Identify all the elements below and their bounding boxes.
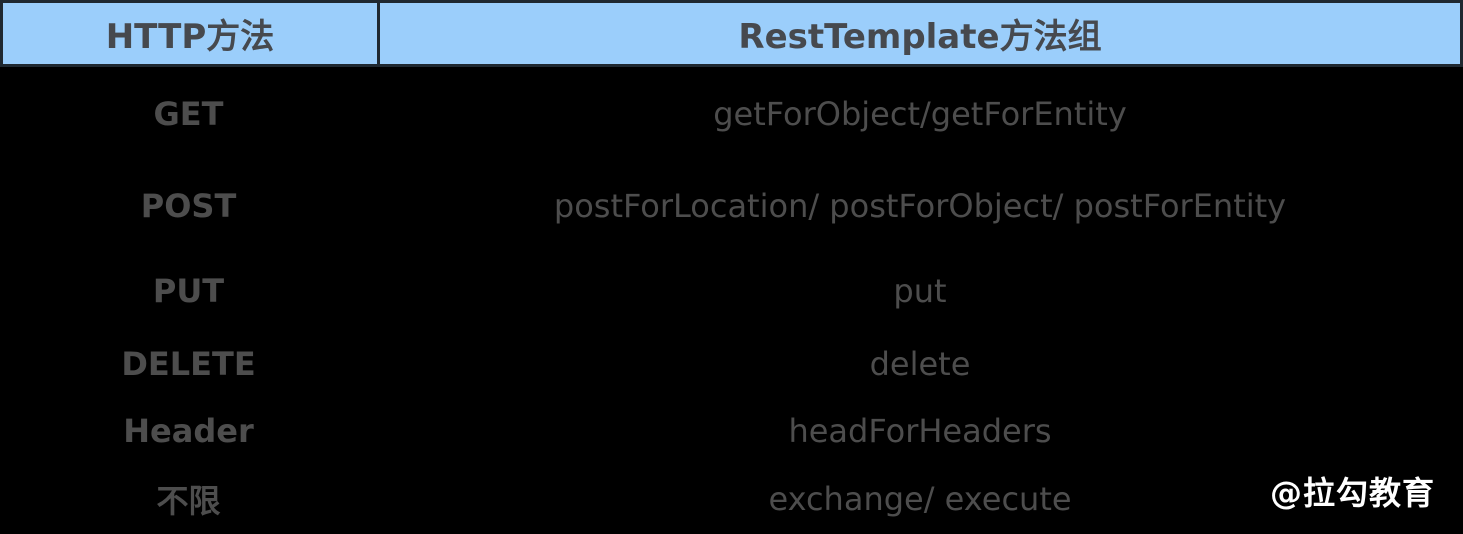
table-row-delete: DELETE delete <box>0 330 1463 397</box>
resttemplate-methods-cell: headForHeaders <box>788 411 1052 450</box>
table-row-get: GET getForObject/getForEntity <box>0 67 1463 160</box>
resttemplate-methods-cell: delete <box>869 344 971 383</box>
table-row-header: Header headForHeaders <box>0 397 1463 464</box>
resttemplate-methods-cell: exchange/ execute <box>768 480 1072 518</box>
table-header-row: HTTP方法 RestTemplate方法组 <box>0 0 1463 67</box>
table-row-post: POST postForLocation/ postForObject/ pos… <box>0 160 1463 252</box>
http-method-cell: DELETE <box>121 344 256 383</box>
http-method-cell: Header <box>123 411 254 450</box>
column-header-http-method: HTTP方法 <box>3 3 377 64</box>
http-method-cell: POST <box>140 187 237 225</box>
watermark: @拉勾教育 <box>1269 474 1435 512</box>
resttemplate-methods-cell: put <box>893 272 947 310</box>
http-method-cell: 不限 <box>156 482 221 520</box>
table-row-any: 不限 exchange/ execute <box>0 464 1463 534</box>
table-body: GET getForObject/getForEntity POST postF… <box>0 67 1463 534</box>
resttemplate-methods-cell: postForLocation/ postForObject/ postForE… <box>553 187 1287 225</box>
column-header-resttemplate-methods: RestTemplate方法组 <box>380 3 1460 64</box>
table-row-put: PUT put <box>0 252 1463 330</box>
http-method-cell: PUT <box>152 272 225 310</box>
http-method-cell: GET <box>153 94 224 133</box>
column-divider <box>377 3 380 64</box>
resttemplate-methods-cell: getForObject/getForEntity <box>713 94 1127 133</box>
